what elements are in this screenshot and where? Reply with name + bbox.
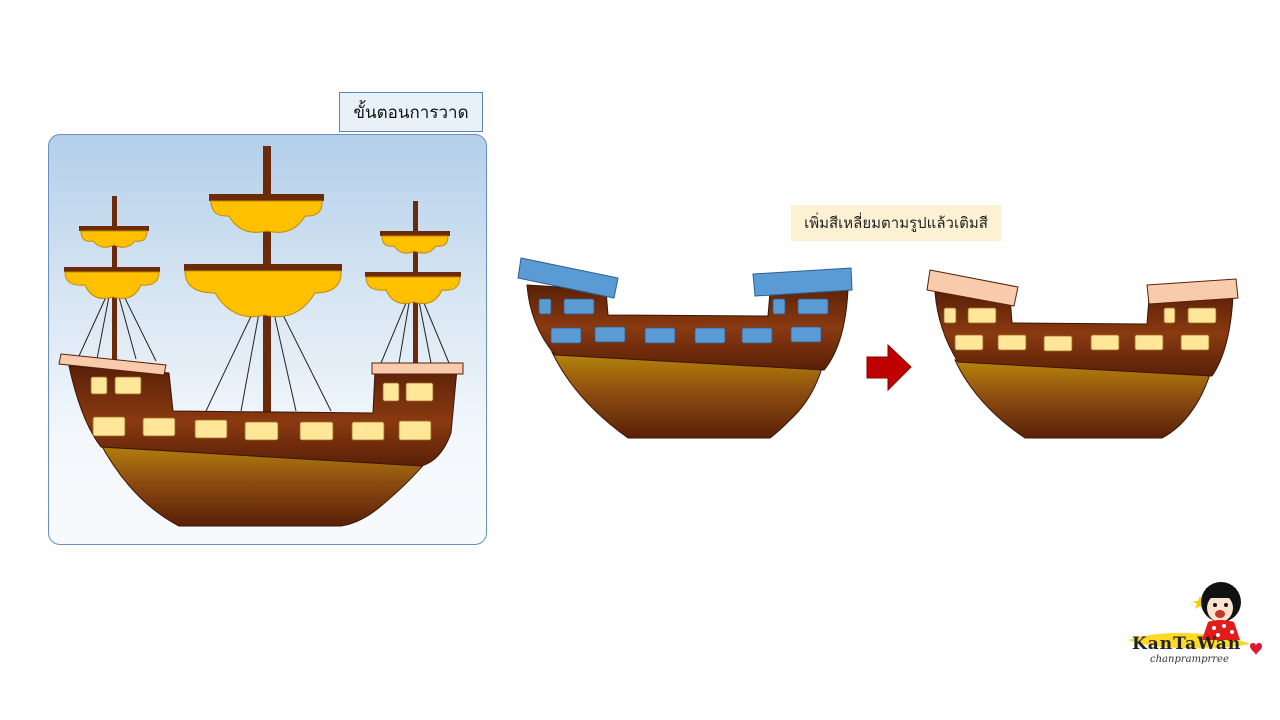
right-arrow-icon (866, 343, 912, 392)
logo-name: KanTaWan (1132, 634, 1242, 654)
center-mast-sails (184, 194, 342, 318)
logo-subtitle: chanpramprree (1150, 654, 1229, 665)
ship-windows (538, 298, 829, 344)
ship-windows (90, 376, 434, 441)
step-caption: เพิ่มสีเหลี่ยมตามรูปแล้วเติมสี (791, 205, 1001, 241)
left-deck (517, 257, 619, 299)
left-mast-sails (64, 226, 160, 299)
lower-hull (98, 440, 433, 527)
lower-hull (551, 351, 823, 439)
right-deck (371, 362, 464, 375)
full-ship-illustration (58, 146, 464, 527)
kantawan-logo: KanTaWan chanpramprree (1122, 578, 1262, 678)
step-caption-text: เพิ่มสีเหลี่ยมตามรูปแล้วเติมสี (804, 214, 988, 232)
page-title-text: ขั้นตอนการวาด (353, 102, 469, 123)
left-deck (58, 353, 167, 376)
upper-hull (934, 291, 1234, 377)
ship-windows (943, 307, 1217, 352)
right-mast-sails (365, 231, 461, 304)
logo-mascot (1128, 582, 1262, 655)
full-ship-panel (48, 134, 487, 545)
right-deck (1146, 278, 1239, 305)
hull-step-colored (926, 269, 1239, 439)
right-deck (752, 267, 853, 297)
page-title: ขั้นตอนการวาด (339, 92, 483, 132)
hull-step-blue-decks (517, 257, 853, 439)
left-deck (926, 269, 1019, 307)
lower-hull (954, 359, 1211, 439)
